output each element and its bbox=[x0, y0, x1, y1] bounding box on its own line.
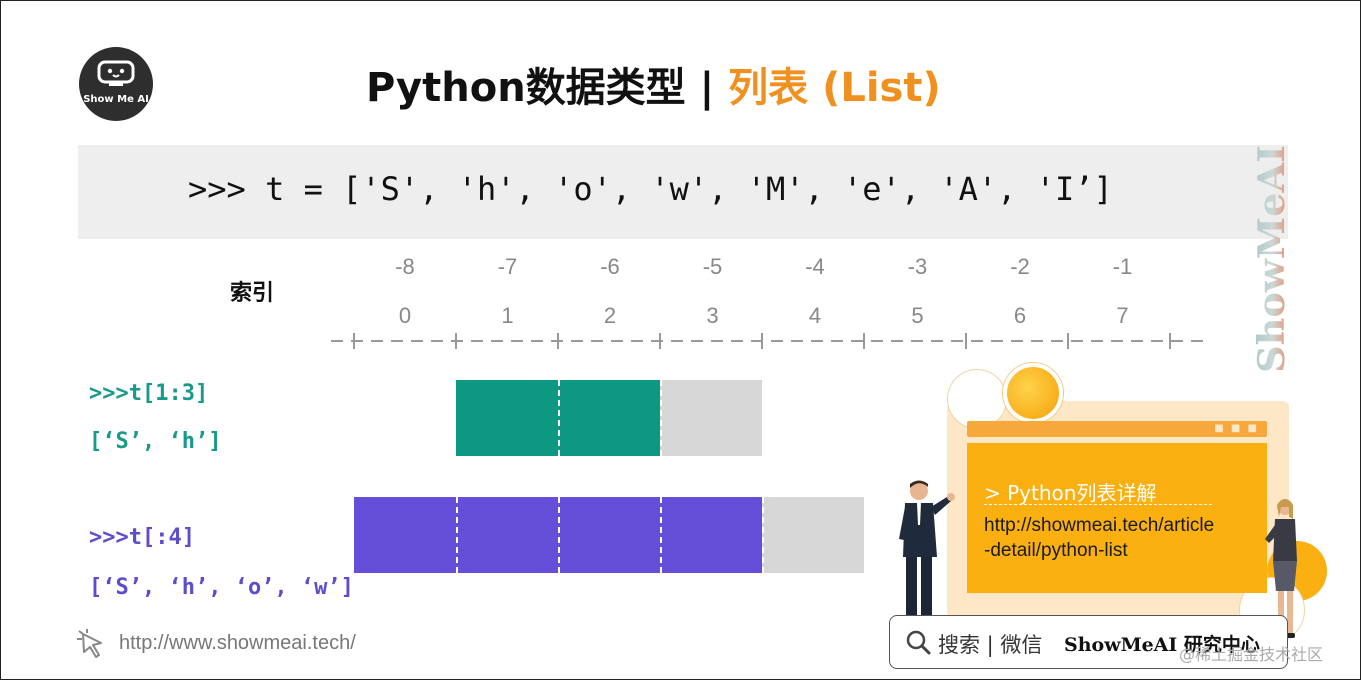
negative-index-tick-1: -7 bbox=[497, 254, 518, 279]
negative-index-tick-5: -3 bbox=[907, 254, 928, 279]
search-label: 搜索 | 微信 bbox=[938, 633, 1043, 657]
article-panel[interactable]: > Python列表详解 http://showmeai.tech/articl… bbox=[967, 443, 1267, 593]
platform-watermark: @稀土掘金技术社区 bbox=[1179, 645, 1324, 664]
title-accent: 列表 (List) bbox=[728, 65, 941, 111]
positive-index-tick-4: 4 bbox=[808, 303, 822, 328]
selected-cell-1-1 bbox=[456, 380, 558, 456]
footer-url[interactable]: http://www.showmeai.tech/ bbox=[119, 632, 356, 654]
article-url-line1[interactable]: http://showmeai.tech/article bbox=[984, 515, 1215, 536]
decor-circle-gold bbox=[1003, 363, 1063, 423]
positive-index-tick-3: 3 bbox=[706, 303, 719, 328]
showmeai-logo: Show Me AI bbox=[79, 47, 153, 121]
positive-index-tick-5: 5 bbox=[911, 303, 924, 328]
example1-result: [‘S’, ‘h’] bbox=[89, 429, 222, 454]
article-url-line2[interactable]: -detail/python-list bbox=[984, 540, 1128, 561]
window-controls-icon: ■ ■ ■ bbox=[1214, 423, 1259, 434]
logo-text: Show Me AI bbox=[83, 94, 149, 105]
index-ruler bbox=[331, 333, 1205, 349]
positive-index-tick-0: 0 bbox=[398, 303, 412, 328]
example1-code: >>>t[1:3] bbox=[89, 381, 209, 406]
code-line: >>> t = ['S', 'h', 'o', 'w', 'M', 'e', '… bbox=[188, 170, 1113, 208]
negative-index-tick-7: -1 bbox=[1112, 254, 1133, 279]
example2-result: [‘S’, ‘h’, ‘o’, ‘w’] bbox=[89, 575, 354, 600]
selected-cell-2-3 bbox=[660, 497, 762, 573]
article-card-header: ■ ■ ■ bbox=[967, 421, 1267, 437]
code-band: >>> t = ['S', 'h', 'o', 'w', 'M', 'e', '… bbox=[78, 145, 1288, 239]
decor-circle-white bbox=[947, 369, 1007, 429]
positive-index-tick-1: 1 bbox=[501, 303, 514, 328]
negative-index-tick-6: -2 bbox=[1010, 254, 1030, 279]
search-brand: ShowMeAI 研究中心 bbox=[1064, 634, 1260, 656]
selected-cell-1-2 bbox=[558, 380, 660, 456]
wechat-search-box[interactable]: 搜索 | 微信 ShowMeAI 研究中心 bbox=[889, 615, 1288, 669]
stop-cell-2-4 bbox=[762, 497, 864, 573]
article-divider bbox=[984, 504, 1212, 505]
article-heading: > Python列表详解 bbox=[984, 481, 1157, 505]
example2-code: >>>t[:4] bbox=[89, 525, 195, 550]
search-icon bbox=[906, 630, 931, 655]
negative-index-tick-3: -5 bbox=[702, 254, 723, 279]
negative-index-tick-4: -4 bbox=[805, 254, 825, 279]
page-title: Python数据类型 | 列表 (List) bbox=[366, 55, 941, 113]
negative-index-tick-0: -8 bbox=[395, 254, 415, 279]
positive-index-tick-7: 7 bbox=[1116, 303, 1129, 328]
selected-cell-2-1 bbox=[456, 497, 558, 573]
selected-cell-2-0 bbox=[354, 497, 456, 573]
stop-cell-1-3 bbox=[660, 380, 762, 456]
title-main: Python数据类型 | bbox=[366, 65, 729, 111]
robot-face-icon bbox=[97, 60, 135, 86]
index-label: 索引 bbox=[230, 281, 275, 306]
positive-index-tick-2: 2 bbox=[603, 303, 617, 328]
vertical-brand-watermark: ShowMeAI bbox=[1256, 145, 1290, 373]
cursor-click-icon bbox=[77, 629, 102, 658]
vertical-brand-text: ShowMeAI bbox=[1256, 145, 1290, 373]
negative-index-tick-2: -6 bbox=[600, 254, 620, 279]
selected-cell-2-2 bbox=[558, 497, 660, 573]
positive-index-tick-6: 6 bbox=[1013, 303, 1027, 328]
